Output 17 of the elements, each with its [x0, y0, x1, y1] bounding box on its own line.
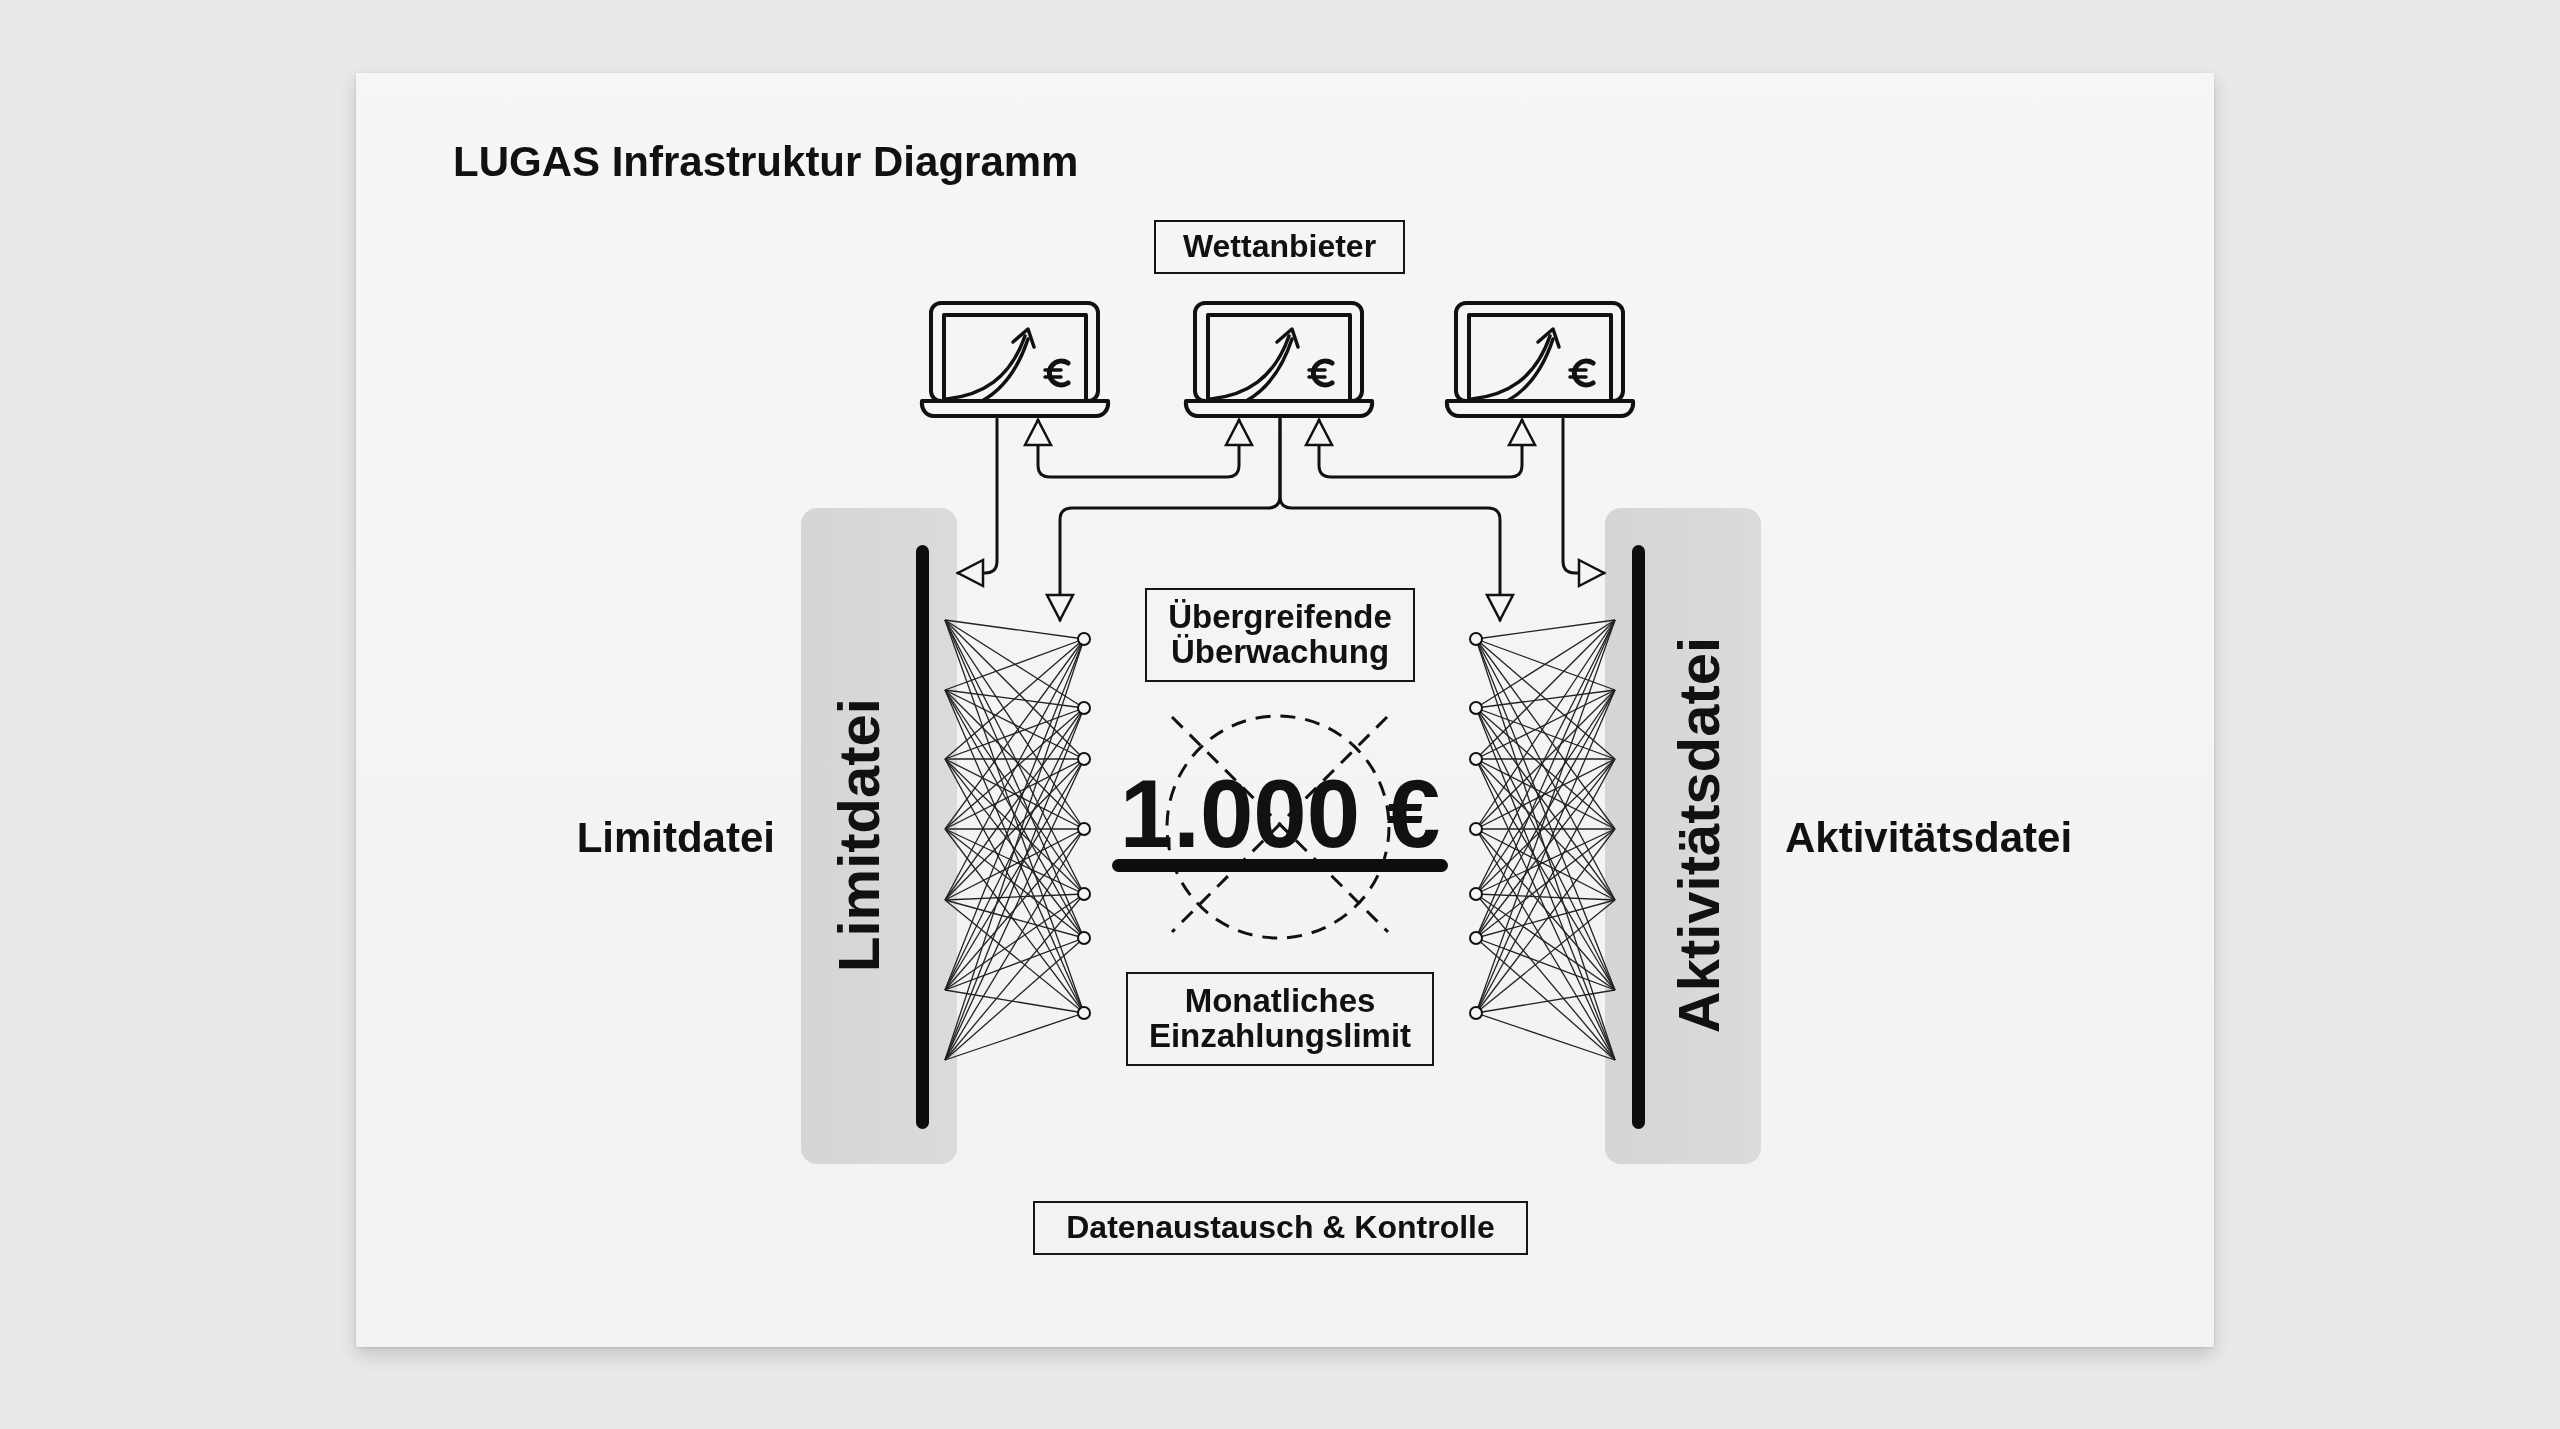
laptop-icon	[1445, 301, 1635, 418]
arrow	[1278, 417, 1515, 622]
heading-box: Wettanbieter	[1154, 220, 1405, 274]
side-label: Aktivitätsdatei	[1785, 817, 2073, 859]
arrow	[1561, 417, 1606, 588]
laptop-icon	[920, 301, 1110, 418]
info-box: Monatliches Einzahlungslimit	[1126, 972, 1434, 1066]
laptop-icon	[1184, 301, 1374, 418]
arrow	[956, 417, 999, 588]
panel-title: Aktivitätsdatei	[1670, 636, 1728, 1034]
info-box: Datenaustausch & Kontrolle	[1033, 1201, 1528, 1255]
panel-title: Limitdatei	[830, 698, 888, 972]
diagram-title: LUGAS Infrastruktur Diagramm	[453, 141, 1079, 183]
info-box: Übergreifende Überwachung	[1145, 588, 1415, 682]
side-label: Limitdatei	[576, 817, 775, 859]
arrow	[1304, 418, 1537, 479]
arrow	[1023, 418, 1254, 479]
